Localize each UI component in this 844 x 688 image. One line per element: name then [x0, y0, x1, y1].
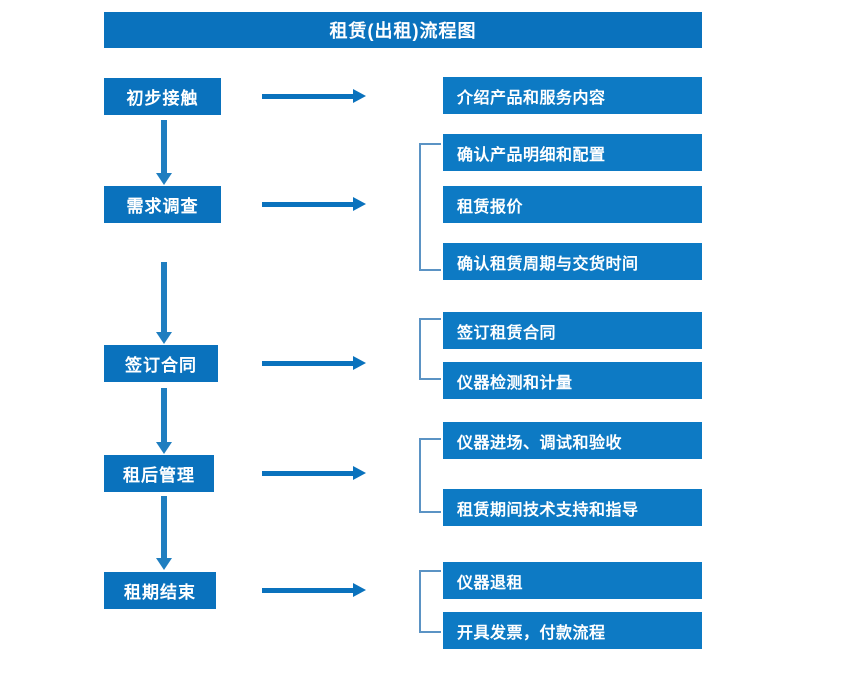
stage-box-lease-end[interactable]: 租期结束	[104, 572, 216, 609]
detail-box-sign-lease-contract[interactable]: 签订租赁合同	[443, 312, 702, 349]
detail-box-instrument-return[interactable]: 仪器退租	[443, 562, 702, 599]
stage-box-initial-contact[interactable]: 初步接触	[104, 78, 221, 115]
arrow-shaft	[161, 262, 167, 332]
arrow-head	[156, 332, 172, 344]
arrow-shaft	[161, 120, 167, 173]
horizontal-arrow-initial-contact	[262, 89, 366, 103]
arrow-shaft	[262, 588, 354, 593]
detail-box-rental-quotation[interactable]: 租赁报价	[443, 186, 702, 223]
flowchart-title: 租赁(出租)流程图	[104, 12, 702, 48]
group-bracket-lease-end	[419, 570, 441, 633]
detail-box-instrument-entry-commissioning[interactable]: 仪器进场、调试和验收	[443, 422, 702, 459]
stage-box-post-rental-management[interactable]: 租后管理	[104, 455, 214, 492]
detail-box-instrument-inspection[interactable]: 仪器检测和计量	[443, 362, 702, 399]
arrow-head	[353, 356, 366, 370]
detail-box-introduce-products[interactable]: 介绍产品和服务内容	[443, 77, 702, 114]
horizontal-arrow-lease-end	[262, 583, 366, 597]
detail-box-confirm-product-details[interactable]: 确认产品明细和配置	[443, 134, 702, 171]
group-bracket-demand-survey	[419, 143, 441, 271]
vertical-arrow-1	[156, 120, 172, 185]
arrow-shaft	[262, 361, 354, 366]
arrow-head	[156, 173, 172, 185]
vertical-arrow-4	[156, 496, 172, 570]
vertical-arrow-3	[156, 388, 172, 454]
detail-box-confirm-lease-period[interactable]: 确认租赁周期与交货时间	[443, 243, 702, 280]
horizontal-arrow-post-rental-management	[262, 466, 366, 480]
arrow-head	[156, 442, 172, 454]
horizontal-arrow-sign-contract	[262, 356, 366, 370]
stage-box-sign-contract[interactable]: 签订合同	[104, 345, 218, 382]
group-bracket-post-rental-management	[419, 438, 441, 513]
arrow-shaft	[161, 388, 167, 442]
horizontal-arrow-demand-survey	[262, 197, 366, 211]
group-bracket-sign-contract	[419, 318, 441, 380]
arrow-head	[156, 558, 172, 570]
arrow-head	[353, 197, 366, 211]
arrow-shaft	[161, 496, 167, 558]
stage-box-demand-survey[interactable]: 需求调查	[104, 186, 221, 223]
arrow-head	[353, 89, 366, 103]
arrow-shaft	[262, 94, 354, 99]
arrow-shaft	[262, 471, 354, 476]
arrow-head	[353, 583, 366, 597]
detail-box-technical-support[interactable]: 租赁期间技术支持和指导	[443, 489, 702, 526]
detail-box-invoice-payment[interactable]: 开具发票，付款流程	[443, 612, 702, 649]
vertical-arrow-2	[156, 262, 172, 344]
arrow-shaft	[262, 202, 354, 207]
arrow-head	[353, 466, 366, 480]
